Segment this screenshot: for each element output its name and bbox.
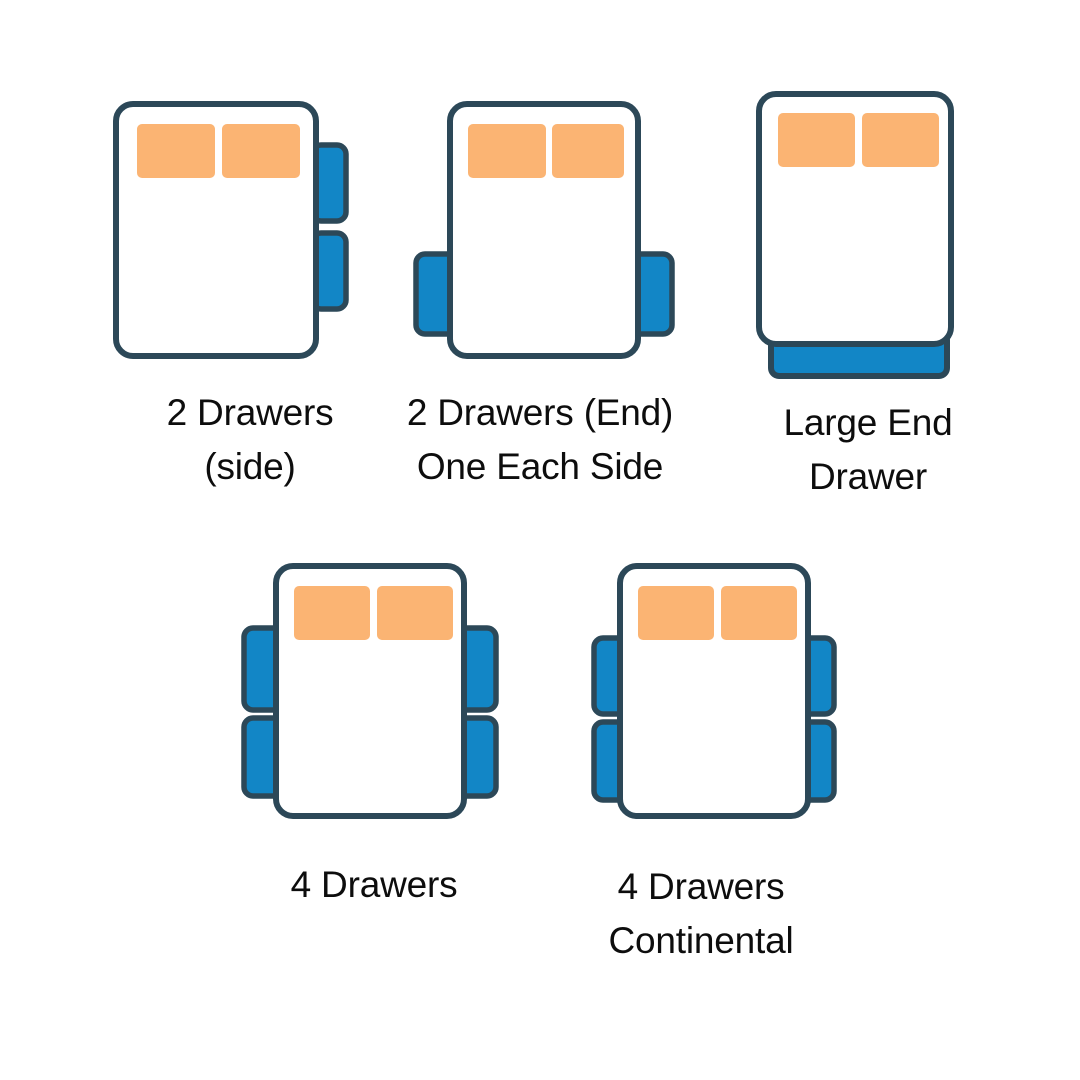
bed-label-two-drawers-end: 2 Drawers (End) One Each Side — [406, 392, 674, 487]
bed-label-four-drawers-continental: 4 Drawers Continental — [608, 866, 794, 961]
bed-icon-four-drawers-continental — [591, 563, 837, 819]
pillow-left — [468, 124, 546, 178]
pillow-left — [137, 124, 215, 178]
pillow-left — [294, 586, 370, 640]
bed-label-large-end-drawer: Large End Drawer — [783, 402, 953, 497]
bed-label-two-drawers-side: 2 Drawers (side) — [166, 392, 334, 487]
bed-option-two-drawers-end[interactable] — [412, 94, 676, 362]
pillow-right — [862, 113, 939, 167]
bed-icon-two-drawers-side — [113, 101, 349, 359]
bed-icon-four-drawers — [241, 563, 499, 819]
bed-label-four-drawers: 4 Drawers — [290, 864, 458, 905]
bed-icon-large-end-drawer — [756, 91, 954, 379]
bed-option-four-drawers[interactable] — [240, 558, 500, 822]
bed-option-four-drawers-continental[interactable] — [588, 558, 840, 822]
pillow-right — [721, 586, 797, 640]
pillow-right — [552, 124, 624, 178]
bed-option-large-end-drawer[interactable] — [752, 84, 964, 384]
bed-option-two-drawers-side[interactable] — [112, 94, 352, 362]
pillow-right — [377, 586, 453, 640]
bed-icon-two-drawers-end — [413, 101, 675, 359]
pillow-right — [222, 124, 300, 178]
pillow-left — [638, 586, 714, 640]
pillow-left — [778, 113, 855, 167]
